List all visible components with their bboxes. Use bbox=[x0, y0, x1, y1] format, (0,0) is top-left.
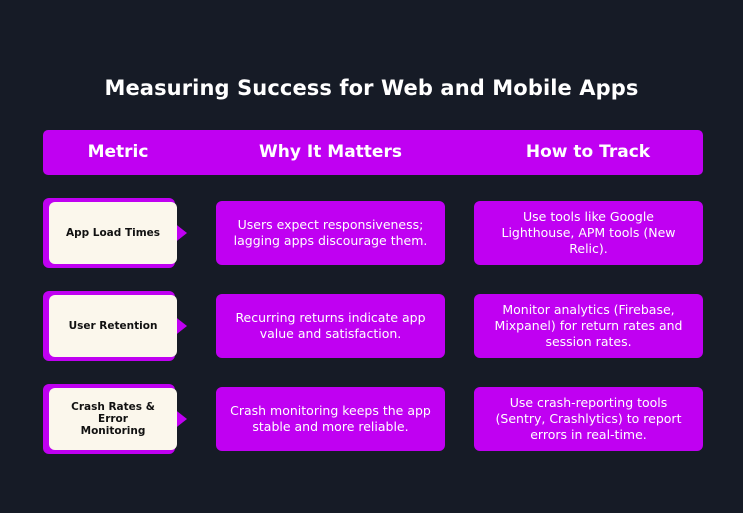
why-text: Crash monitoring keeps the app stable an… bbox=[230, 403, 431, 434]
why-cell-crash-rates: Crash monitoring keeps the app stable an… bbox=[216, 387, 445, 451]
metric-card: User Retention bbox=[49, 295, 177, 357]
header-how-to-track: How to Track bbox=[525, 142, 651, 162]
how-text: Use tools like Google Lighthouse, APM to… bbox=[501, 209, 676, 256]
metric-label: User Retention bbox=[68, 320, 158, 332]
header-metric: Metric bbox=[87, 142, 149, 162]
why-cell-app-load-times: Users expect responsiveness; lagging app… bbox=[216, 201, 445, 265]
metric-label: App Load Times bbox=[65, 227, 161, 239]
table-header: Metric Why It Matters How to Track bbox=[43, 130, 703, 175]
metric-card: Crash Rates & Error Monitoring bbox=[49, 388, 177, 450]
why-text: Recurring returns indicate app value and… bbox=[235, 310, 426, 341]
page-title: Measuring Success for Web and Mobile App… bbox=[104, 76, 639, 100]
metric-app-load-times: App Load Times bbox=[43, 198, 193, 268]
how-cell-user-retention: Monitor analytics (Firebase, Mixpanel) f… bbox=[474, 294, 703, 358]
why-text: Users expect responsiveness; lagging app… bbox=[233, 217, 428, 248]
how-text: Use crash-reporting tools (Sentry, Crash… bbox=[495, 395, 682, 442]
metric-crash-rates: Crash Rates & Error Monitoring bbox=[43, 384, 193, 454]
how-cell-crash-rates: Use crash-reporting tools (Sentry, Crash… bbox=[474, 387, 703, 451]
metric-user-retention: User Retention bbox=[43, 291, 193, 361]
how-text: Monitor analytics (Firebase, Mixpanel) f… bbox=[494, 302, 683, 349]
how-cell-app-load-times: Use tools like Google Lighthouse, APM to… bbox=[474, 201, 703, 265]
header-why-it-matters: Why It Matters bbox=[259, 142, 402, 162]
metric-card: App Load Times bbox=[49, 202, 177, 264]
metric-label: Crash Rates & Error Monitoring bbox=[71, 401, 155, 437]
why-cell-user-retention: Recurring returns indicate app value and… bbox=[216, 294, 445, 358]
